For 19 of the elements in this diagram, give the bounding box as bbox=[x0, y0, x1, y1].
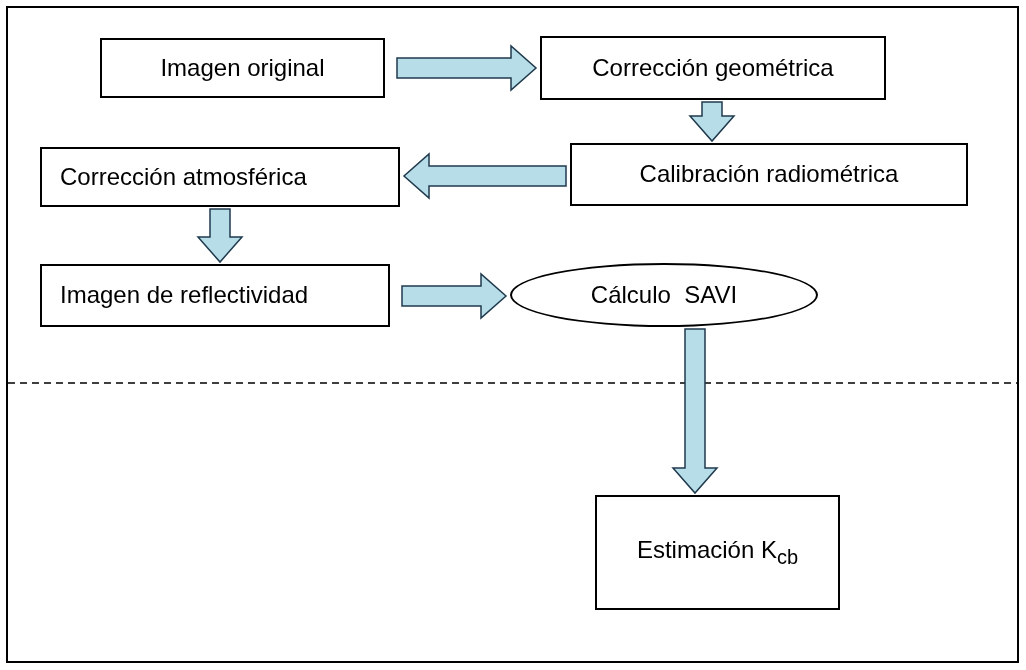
node-label: Imagen original bbox=[160, 54, 325, 82]
node-label: Calibración radiométrica bbox=[639, 161, 899, 188]
block-arrow bbox=[688, 101, 736, 143]
block-arrow bbox=[196, 208, 244, 264]
process-box bbox=[40, 147, 400, 207]
process-box bbox=[40, 264, 390, 327]
node-label: Imagen de reflectividad bbox=[60, 282, 309, 309]
block-arrow bbox=[401, 272, 508, 320]
node-label: Corrección atmosférica bbox=[60, 163, 307, 191]
node-label: Cálculo SAVI bbox=[590, 281, 738, 309]
process-box bbox=[595, 495, 840, 610]
process-box bbox=[570, 143, 968, 206]
process-box bbox=[100, 38, 385, 98]
block-arrow bbox=[402, 152, 567, 200]
node-label: Corrección geométrica bbox=[592, 54, 834, 82]
block-arrow bbox=[396, 44, 538, 92]
process-box bbox=[540, 36, 886, 100]
node-label: Estimación K$_{cb}$ bbox=[636, 537, 799, 568]
block-arrow bbox=[671, 328, 719, 495]
